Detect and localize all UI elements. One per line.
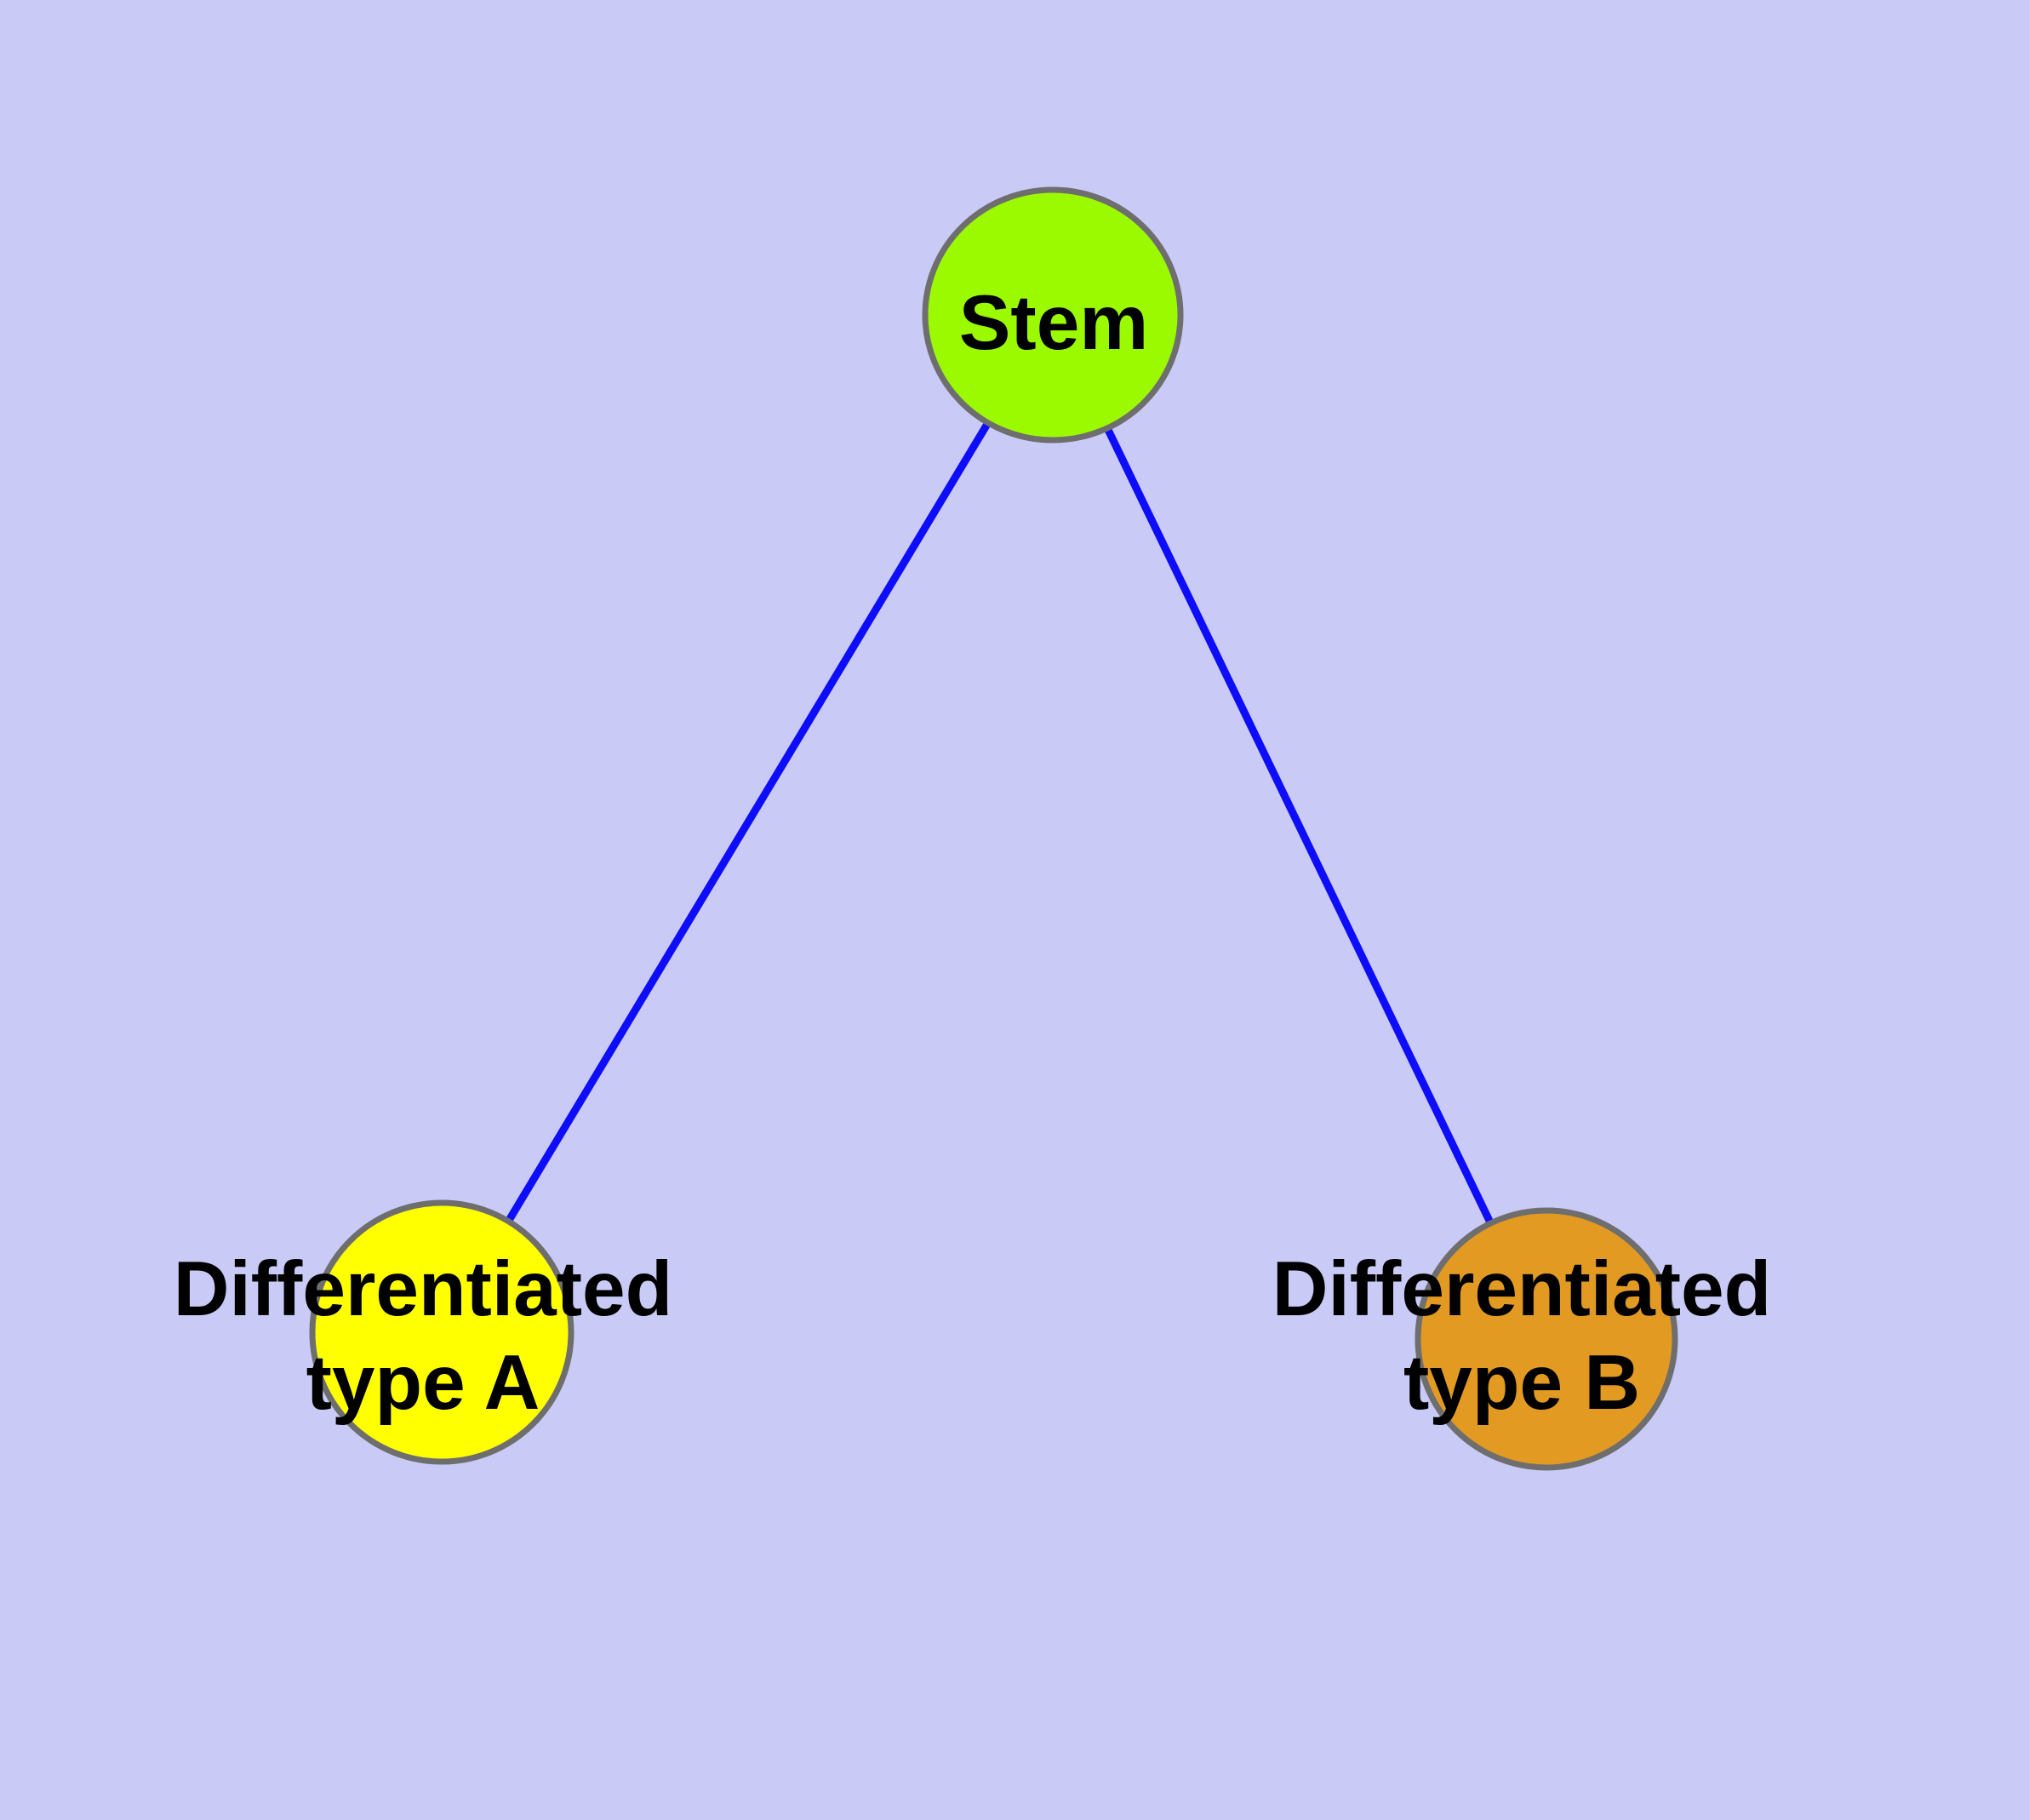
node-stem-label: Stem (959, 280, 1149, 366)
edge-stem-to-type-a (438, 312, 1056, 1335)
node-type-b-label-line1: Differentiated (1272, 1246, 1772, 1332)
node-group (309, 186, 1678, 1471)
edge-stem-to-type-b (1049, 313, 1551, 1341)
node-type-b-label-line2: type B (1403, 1340, 1640, 1426)
edge-group (438, 312, 1551, 1341)
node-type-a-label-line1: Differentiated (174, 1246, 673, 1332)
node-type-b (1415, 1207, 1678, 1471)
node-type-a (309, 1199, 574, 1465)
label-group: Stem Differentiated type A Differentiate… (174, 280, 1772, 1426)
node-stem (922, 186, 1184, 444)
node-type-a-label-line2: type A (306, 1340, 540, 1426)
